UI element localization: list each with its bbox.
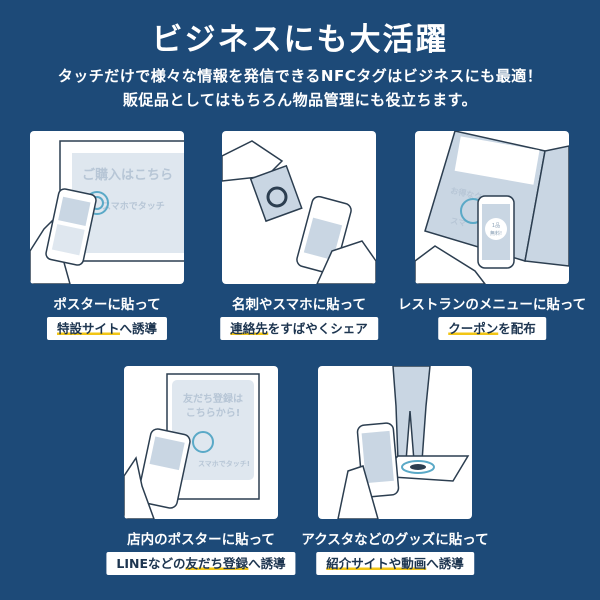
badge-text: へ誘導 (248, 556, 286, 571)
subtitle-line: 販促品としてはもちろん物品管理にも役立ちます。 (122, 91, 478, 109)
poster-illustration: ご購入はこちら スマホでタッチ (30, 131, 184, 284)
use-case-badge: 紹介サイトや動画へ誘導 (316, 552, 474, 575)
badge-text: へ誘導 (426, 556, 464, 571)
svg-text:無料!: 無料! (490, 230, 502, 237)
use-case-poster: ご購入はこちら スマホでタッチ ポスターに貼って 特設サイトへ誘導 (30, 131, 184, 340)
page-subtitle: タッチだけで様々な情報を発信できるNFCタグはビジネスにも最適！ 販促品としては… (0, 64, 600, 112)
svg-text:1品: 1品 (492, 223, 500, 229)
badge-text: LINEなどの (116, 556, 186, 571)
highlight-text: クーポン (448, 321, 499, 336)
svg-text:ご購入はこちら: ご購入はこちら (82, 167, 173, 183)
use-case-business-card: 名刺やスマホに貼って 連絡先をすばやくシェア (220, 131, 378, 340)
badge-text: をすばやくシェア (267, 321, 368, 336)
use-case-menu: お得なク スマ 1品 無料! レストランのメニューに貼って クーポンを配布 (398, 131, 586, 340)
highlight-text: 連絡先 (230, 321, 268, 336)
svg-text:こちらから!: こちらから! (186, 407, 241, 419)
menu-illustration: お得なク スマ 1品 無料! (415, 131, 569, 284)
highlight-text: 特設サイト (56, 321, 120, 336)
use-case-label: アクスタなどのグッズに貼って (301, 532, 489, 548)
svg-text:友だち登録は: 友だち登録は (183, 392, 243, 405)
use-case-store-poster: 友だち登録は こちらから! スマホでタッチ! 店内のポスターに貼って LINEな… (106, 366, 296, 575)
subtitle-line: タッチだけで様々な情報を発信できるNFCタグはビジネスにも最適！ (57, 67, 543, 85)
page-title: ビジネスにも大活躍 (151, 22, 449, 58)
goods-illustration (318, 366, 472, 519)
use-case-label: ポスターに貼って (53, 297, 161, 313)
svg-text:スマ: スマ (450, 216, 467, 228)
use-case-badge: 連絡先をすばやくシェア (220, 317, 378, 340)
highlight-text: 友だち登録 (185, 556, 249, 571)
svg-text:スマホでタッチ: スマホでタッチ (102, 200, 165, 212)
use-case-label: レストランのメニューに貼って (397, 297, 587, 313)
badge-text: を配布 (498, 321, 536, 336)
use-case-badge: クーポンを配布 (438, 317, 546, 340)
badge-text: へ誘導 (119, 321, 158, 336)
use-case-badge: 特設サイトへ誘導 (46, 317, 168, 340)
store-poster-illustration: 友だち登録は こちらから! スマホでタッチ! (124, 366, 278, 519)
use-case-label: 店内のポスターに貼って (127, 532, 275, 548)
use-case-goods: アクスタなどのグッズに貼って 紹介サイトや動画へ誘導 (301, 366, 489, 575)
business-card-illustration (222, 131, 376, 284)
use-case-badge: LINEなどの友だち登録へ誘導 (106, 552, 296, 575)
svg-text:スマホでタッチ!: スマホでタッチ! (198, 459, 250, 468)
highlight-text: 紹介サイトや動画 (326, 556, 427, 571)
use-case-label: 名刺やスマホに貼って (232, 297, 366, 313)
